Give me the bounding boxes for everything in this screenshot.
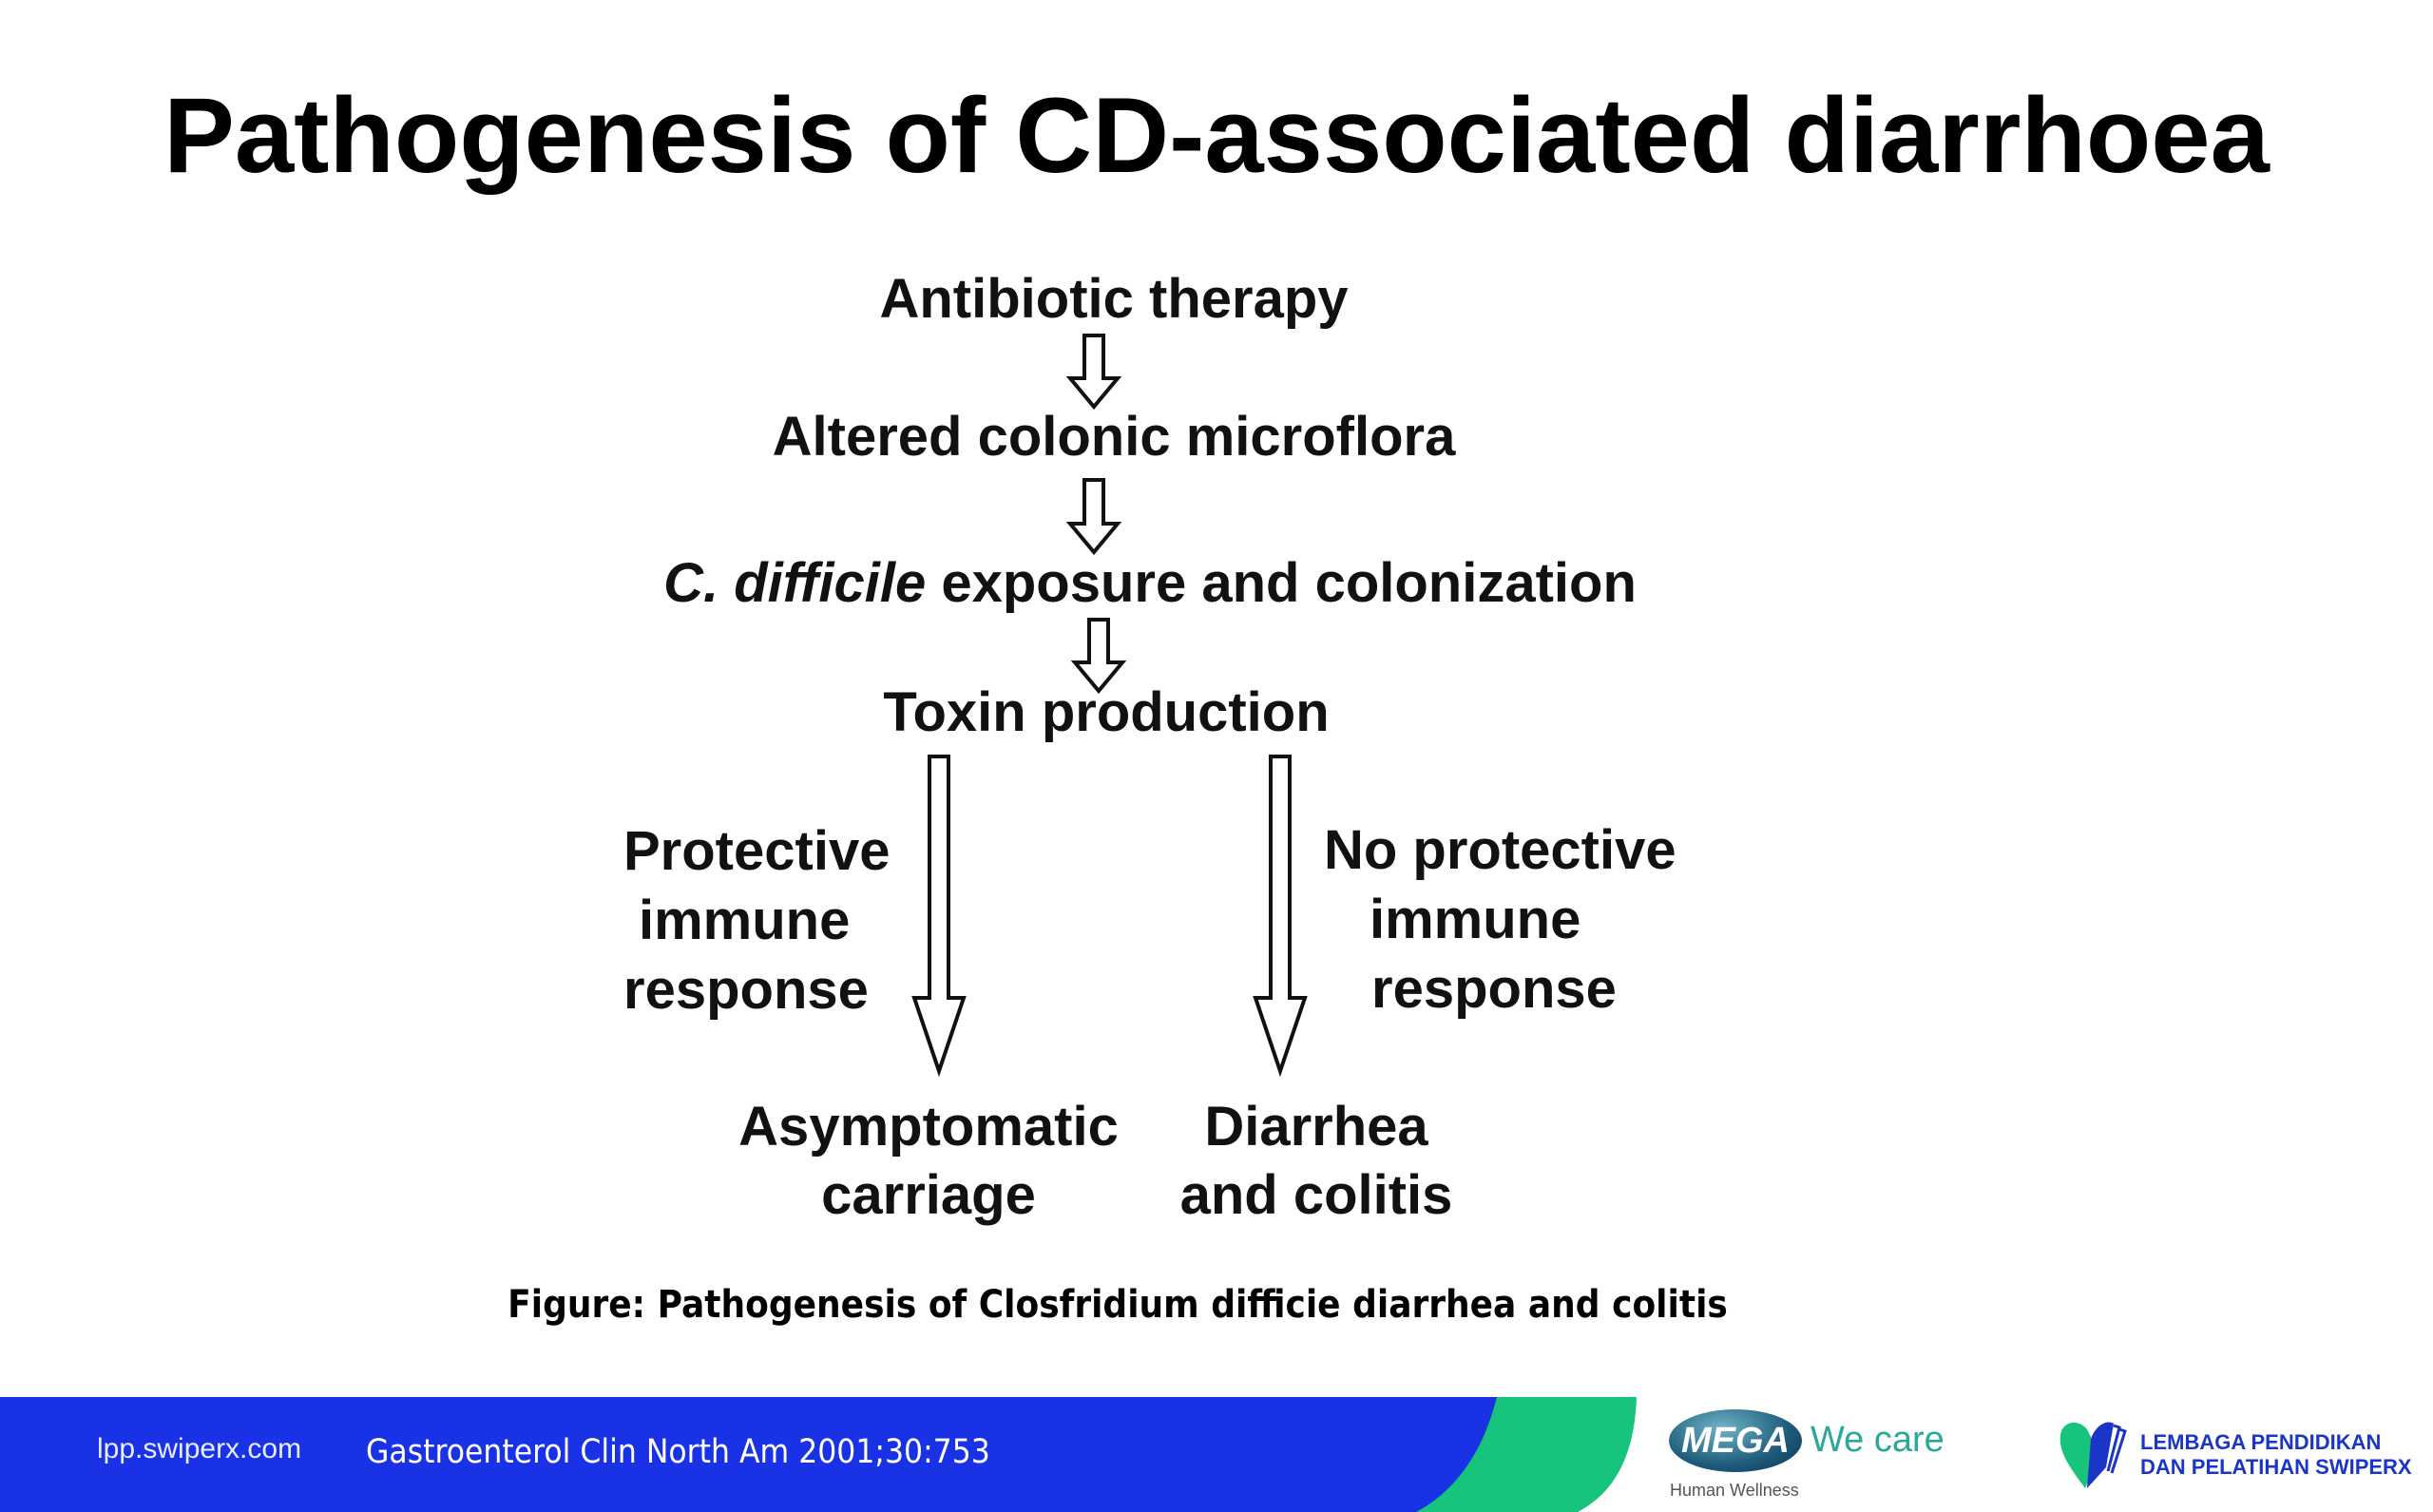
right-branch-label: No protective immune response — [1324, 815, 1676, 1024]
outcome-asymptomatic-carriage: Asymptomatic carriage — [738, 1093, 1119, 1230]
footer-reference: Gastroenterol Clin North Am 2001;30:753 — [366, 1433, 990, 1471]
flow-arrows — [911, 334, 1308, 1078]
label-line: immune — [1370, 889, 1581, 950]
label-line: No protective — [1324, 819, 1676, 881]
step-toxin-production: Toxin production — [883, 681, 1330, 743]
lp-logo-line: LEMBAGA PENDIDIKAN — [2140, 1430, 2382, 1454]
mega-logo: MEGA — [1669, 1409, 1802, 1472]
left-branch-label: Protective immune response — [623, 816, 890, 1024]
down-arrow-icon — [1065, 334, 1122, 411]
step-exposure-colonization: C. difficile exposure and colonization — [663, 549, 1637, 618]
step-text: exposure and colonization — [926, 552, 1637, 614]
down-arrow-icon — [1065, 478, 1122, 556]
lp-logo-line: DAN PELATIHAN SWIPERX — [2140, 1455, 2412, 1479]
step-antibiotic-therapy: Antibiotic therapy — [879, 268, 1349, 330]
slide-title: Pathogenesis of CD-associated diarrhoea — [163, 76, 2270, 195]
mega-subtitle: Human Wellness — [1670, 1481, 1799, 1500]
long-down-arrow-icon — [1253, 755, 1308, 1078]
footer-url[interactable]: lpp.swiperx.com — [97, 1433, 302, 1464]
mega-tagline: We care — [1810, 1420, 1944, 1460]
label-line: Protective — [623, 820, 891, 882]
label-line: immune — [639, 890, 851, 951]
outcome-line: carriage — [821, 1164, 1036, 1226]
step-altered-microflora: Altered colonic microflora — [772, 406, 1456, 468]
outcome-line: Asymptomatic — [738, 1096, 1119, 1158]
organism-name: C. difficile — [663, 552, 927, 614]
outcome-diarrhea-colitis: Diarrhea and colitis — [1180, 1093, 1453, 1230]
outcome-line: and colitis — [1179, 1164, 1453, 1226]
down-arrow-icon — [1070, 618, 1127, 695]
label-line: response — [1371, 958, 1617, 1020]
footer-band — [0, 1397, 1637, 1512]
heart-book-logo-icon — [2059, 1422, 2127, 1488]
figure-caption: Figure: Pathogenesis of Closfridium diff… — [508, 1283, 1728, 1327]
outcome-line: Diarrhea — [1204, 1096, 1428, 1158]
label-line: response — [623, 959, 869, 1021]
lp-logo-text: LEMBAGA PENDIDIKAN DAN PELATIHAN SWIPERX — [2140, 1430, 2412, 1480]
long-down-arrow-icon — [911, 755, 967, 1078]
